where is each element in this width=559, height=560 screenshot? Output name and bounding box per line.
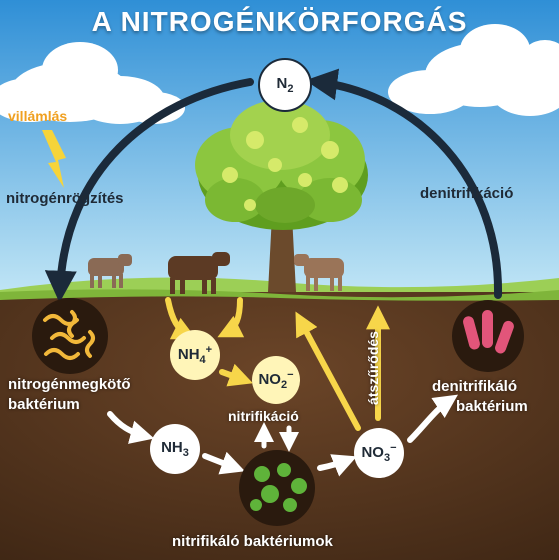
fixation-label: nitrogénrögzítés: [6, 190, 124, 207]
denitrifying-bacteria-label-1: denitrifikáló: [432, 378, 518, 395]
cloud-icon: [0, 42, 185, 124]
nitrifiers-to-no3-arrow: [317, 454, 357, 477]
cow-icon: [88, 254, 132, 288]
lightning-label: villámlás: [8, 108, 68, 124]
cow-icon: [168, 252, 230, 294]
tree-icon: [195, 100, 368, 292]
bacteria-icon: [452, 300, 524, 372]
lightning-icon: [42, 130, 66, 188]
ammonium-arrow-right: [217, 297, 245, 338]
fixing-bacteria-label-2: baktérium: [8, 396, 80, 413]
fixation-arrow: [44, 78, 254, 303]
denitrifying-bacteria-label-2: baktérium: [456, 398, 528, 415]
nitrification-label: nitrifikáció: [228, 408, 299, 424]
uptake-arrow: [295, 311, 361, 431]
nitrite-arrow: [219, 363, 254, 387]
leaching-label: átszűrődés: [364, 331, 381, 405]
n2-molecule: N2: [258, 58, 312, 112]
nh4-molecule: NH4+: [170, 330, 220, 380]
bacteria-icon: [32, 298, 108, 374]
no2-molecule: NO2−: [252, 356, 300, 404]
denitrification-label: denitrifikáció: [420, 185, 514, 202]
grass-edge: [0, 289, 559, 301]
fixing-to-nh3-arrow: [107, 411, 155, 444]
bacteria-icon: [239, 450, 315, 526]
nitrifying-bacteria-label: nitrifikáló baktériumok: [172, 533, 333, 550]
page-title: A NITROGÉNKÖRFORGÁS: [91, 6, 468, 37]
denitrification-arrow: [305, 68, 503, 299]
fixing-bacteria-label-1: nitrogénmegkötő: [8, 376, 131, 393]
cloud-icon: [388, 24, 559, 116]
nh3-to-nitrifiers-arrow: [202, 451, 246, 475]
no3-molecule: NO3−: [354, 428, 404, 478]
no3-to-denitrifiers-arrow: [407, 394, 458, 443]
cow-icon: [294, 254, 344, 291]
nh3-molecule: NH3: [150, 424, 200, 474]
